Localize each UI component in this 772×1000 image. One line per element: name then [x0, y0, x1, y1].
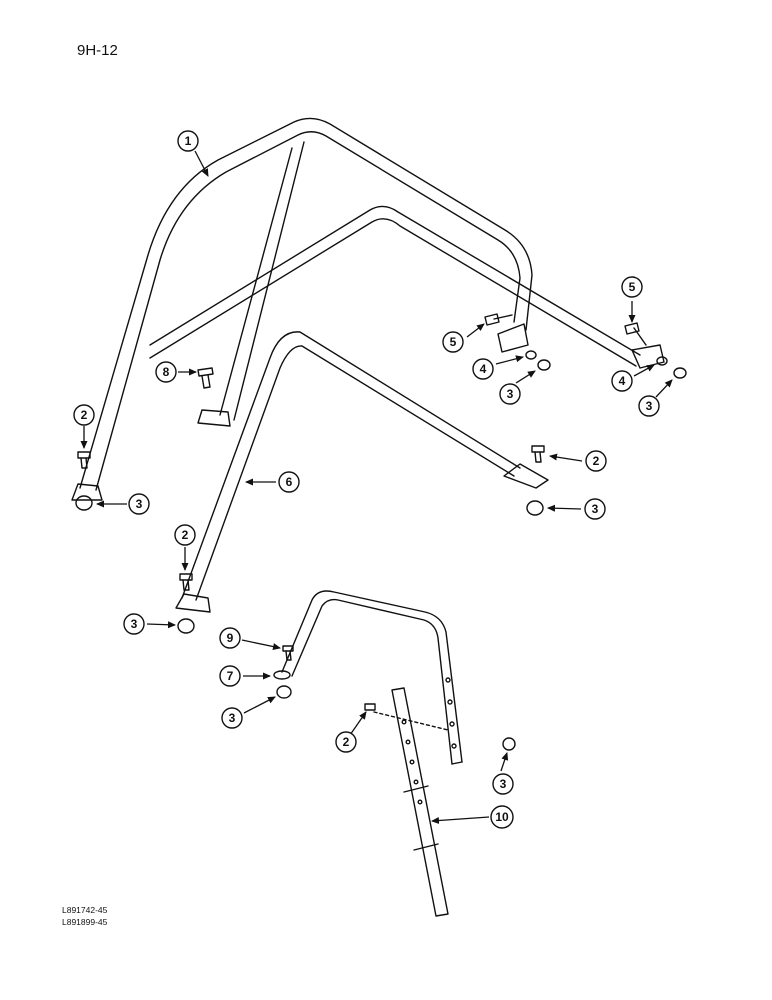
- callout-3b-circle: [584, 498, 606, 520]
- callout-3e-circle: [492, 773, 514, 795]
- callout-2c-circle: [585, 450, 607, 472]
- front-roll-bar: [71, 117, 533, 501]
- ref-code: L891899-45: [62, 917, 108, 927]
- callout-3e-label: 3: [500, 777, 507, 791]
- callout-3a-circle: [128, 493, 150, 515]
- callout-3g-label: 3: [646, 399, 653, 413]
- callout-7-circle: [219, 665, 241, 687]
- callout-3d-label: 3: [229, 711, 236, 725]
- leader-9: [241, 639, 281, 650]
- callout-1-circle: [177, 130, 199, 152]
- callout-2d-label: 2: [343, 735, 350, 749]
- callout-2c-label: 2: [593, 454, 600, 468]
- leader-3c: [146, 621, 176, 629]
- callout-5b-label: 5: [629, 280, 636, 294]
- leader-3f: [515, 370, 536, 384]
- ref-code: L891742-45: [62, 905, 108, 915]
- leader-10: [431, 816, 490, 825]
- leader-1: [194, 150, 209, 177]
- page-number: 9H-12: [77, 42, 118, 59]
- callout-2b-circle: [174, 524, 196, 546]
- callout-4b-circle: [611, 370, 633, 392]
- callout-6-label: 6: [286, 475, 293, 489]
- callout-3c-label: 3: [131, 617, 138, 631]
- callout-10-circle: [490, 805, 514, 829]
- callout-2b-label: 2: [182, 528, 189, 542]
- callout-3d-circle: [221, 707, 243, 729]
- leader-5a: [466, 323, 485, 338]
- leader-2d: [349, 711, 367, 736]
- hardware: [75, 313, 687, 751]
- callout-3g-circle: [638, 395, 660, 417]
- callout-2a-label: 2: [81, 408, 88, 422]
- callout-6-circle: [278, 471, 300, 493]
- callout-5a-label: 5: [450, 335, 457, 349]
- callout-3b-label: 3: [592, 502, 599, 516]
- callout-2a-circle: [73, 404, 95, 426]
- callout-9-circle: [219, 627, 241, 649]
- callout-4a-circle: [472, 358, 494, 380]
- callout-1-label: 1: [185, 134, 192, 148]
- rear-roll-bar: [149, 141, 665, 427]
- hoop-bracket: [281, 590, 463, 765]
- leader-4b: [633, 364, 655, 377]
- callout-3f-circle: [499, 383, 521, 405]
- callout-3c-circle: [123, 613, 145, 635]
- callout-9-label: 9: [227, 631, 234, 645]
- callout-5a-circle: [442, 331, 464, 353]
- leader-3b: [547, 504, 582, 512]
- callout-4a-label: 4: [480, 362, 487, 376]
- callout-8-label: 8: [163, 365, 170, 379]
- callout-3f-label: 3: [507, 387, 514, 401]
- callout-4b-label: 4: [619, 374, 626, 388]
- side-rail: [175, 331, 549, 613]
- callout-5b-circle: [621, 276, 643, 298]
- leader-4a: [495, 355, 524, 365]
- leader-3e: [500, 752, 509, 772]
- reference-codes: L891742-45 L891899-45: [62, 904, 107, 928]
- strap: [373, 687, 449, 917]
- callout-8-circle: [155, 361, 177, 383]
- leader-3g: [655, 379, 673, 398]
- leader-2c: [549, 453, 583, 462]
- callout-3a-label: 3: [136, 497, 143, 511]
- callout-10-label: 10: [495, 810, 509, 824]
- callout-7-label: 7: [227, 669, 234, 683]
- callout-2d-circle: [335, 731, 357, 753]
- leader-3d: [243, 696, 276, 714]
